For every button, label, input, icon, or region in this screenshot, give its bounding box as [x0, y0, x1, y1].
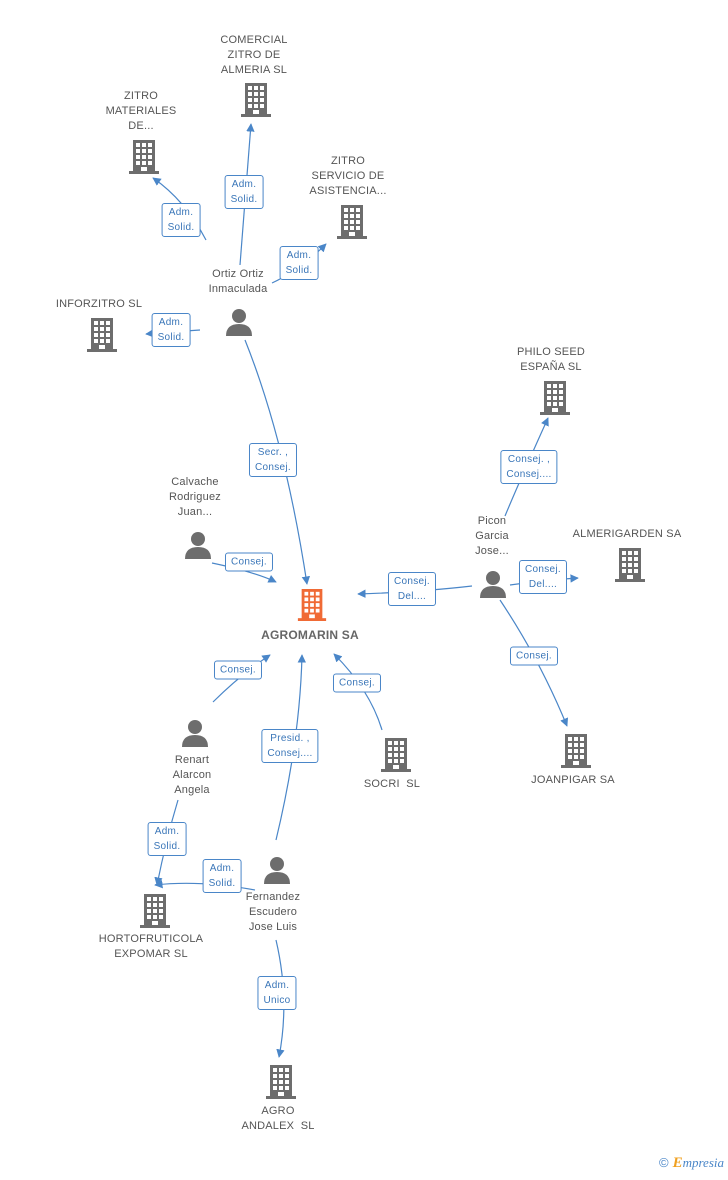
edge-role-label[interactable]: Adm. Solid. [279, 246, 319, 280]
node-label[interactable]: AGROMARIN SA [261, 628, 359, 642]
node-label[interactable]: Calvache Rodriguez Juan... [169, 476, 221, 518]
empresia-watermark: ©Empresia [659, 1155, 724, 1172]
building-icon[interactable] [540, 381, 570, 420]
person-icon[interactable] [263, 856, 291, 889]
building-icon[interactable] [129, 140, 159, 179]
edge-role-label[interactable]: Secr. , Consej. [248, 443, 298, 477]
edge-role-label[interactable]: Adm. Solid. [161, 203, 201, 237]
building-icon[interactable] [140, 894, 170, 933]
node-label[interactable]: PHILO SEED ESPAÑA SL [516, 346, 586, 373]
edge-role-label[interactable]: Adm. Unico [257, 976, 297, 1010]
brand-initial: E [672, 1155, 683, 1171]
node-label[interactable]: ZITRO MATERIALES DE... [105, 90, 177, 132]
node-label[interactable]: AGRO ANDALEX SL [241, 1105, 315, 1132]
node-label[interactable]: Renart Alarcon Angela [172, 754, 212, 796]
edge-role-label[interactable]: Consej. Del.... [518, 560, 568, 594]
person-icon[interactable] [479, 570, 507, 603]
copyright-symbol: © [658, 1155, 669, 1170]
node-label[interactable]: HORTOFRUTICOLA EXPOMAR SL [98, 933, 204, 960]
building-icon[interactable] [615, 548, 645, 587]
person-icon[interactable] [184, 531, 212, 564]
node-label[interactable]: ALMERIGARDEN SA [572, 528, 682, 540]
node-label[interactable]: JOANPIGAR SA [531, 774, 615, 786]
edge-role-label[interactable]: Adm. Solid. [202, 859, 242, 893]
node-label[interactable]: Fernandez Escudero Jose Luis [245, 891, 301, 933]
node-label[interactable]: ZITRO SERVICIO DE ASISTENCIA... [309, 155, 387, 197]
person-icon[interactable] [181, 719, 209, 752]
edge-role-label[interactable]: Consej. [213, 660, 263, 680]
edge-role-label[interactable]: Adm. Solid. [147, 822, 187, 856]
edge-role-label[interactable]: Adm. Solid. [151, 313, 191, 347]
node-label[interactable]: INFORZITRO SL [55, 298, 143, 310]
building-icon[interactable] [381, 738, 411, 777]
node-label[interactable]: Ortiz Ortiz Inmaculada [208, 268, 268, 295]
building-icon[interactable] [266, 1065, 296, 1104]
person-icon[interactable] [225, 308, 253, 341]
edge-role-label[interactable]: Consej. [509, 646, 559, 666]
building-icon[interactable] [337, 205, 367, 244]
building-icon[interactable] [561, 734, 591, 773]
building-icon[interactable] [87, 318, 117, 357]
node-label[interactable]: COMERCIAL ZITRO DE ALMERIA SL [220, 34, 288, 76]
edge-role-label[interactable]: Consej. [332, 673, 382, 693]
edge-role-label[interactable]: Consej. Del.... [387, 572, 437, 606]
node-label[interactable]: Picon Garcia Jose... [475, 515, 509, 557]
building-icon[interactable] [241, 83, 271, 122]
edge-fernandez-to-hortofruticola [154, 879, 256, 891]
edge-role-label[interactable]: Presid. , Consej.... [261, 729, 319, 763]
edge-role-label[interactable]: Adm. Solid. [224, 175, 264, 209]
edge-role-label[interactable]: Consej. , Consej.... [500, 450, 558, 484]
edge-role-label[interactable]: Consej. [224, 552, 274, 572]
edge-calvache-to-agromarin [211, 562, 277, 583]
node-label[interactable]: SOCRI SL [363, 778, 421, 790]
building-icon[interactable] [297, 589, 327, 626]
brand-name: mpresia [682, 1155, 724, 1170]
